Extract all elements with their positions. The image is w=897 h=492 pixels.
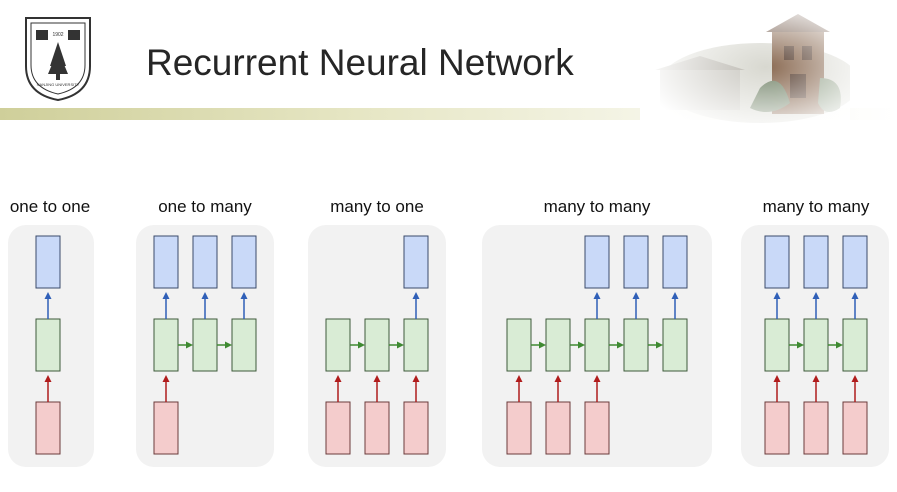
panel-label: many to many [544,197,651,216]
input-box [842,401,868,455]
output-arrow [162,292,170,319]
hidden-state-box [584,318,610,372]
input-box [364,401,390,455]
recurrent-arrow [217,341,232,349]
input-box [584,401,610,455]
recurrent-arrow [531,341,546,349]
input-box [35,401,61,455]
input-box [506,401,532,455]
recurrent-arrow [828,341,843,349]
input-box [153,401,179,455]
output-arrow [632,292,640,319]
hidden-state-box [325,318,351,372]
campus-building-image [640,8,850,126]
output-arrow [812,292,820,319]
output-arrow [671,292,679,319]
output-box [584,235,610,289]
recurrent-arrow [609,341,624,349]
output-arrow [773,292,781,319]
hidden-state-box [364,318,390,372]
output-arrow [412,292,420,319]
rnn-panel: many to many [482,197,712,467]
output-arrow [240,292,248,319]
output-arrow [201,292,209,319]
panel-label: one to one [10,197,90,216]
panel-label: many to many [763,197,870,216]
hidden-state-box [623,318,649,372]
svg-text:1902: 1902 [52,32,63,38]
rnn-panel: many to one [308,197,446,467]
rnn-panel: one to many [136,197,274,467]
output-box [192,235,218,289]
input-arrow [373,375,381,402]
input-box [403,401,429,455]
input-arrow [851,375,859,402]
recurrent-arrow [648,341,663,349]
input-arrow [812,375,820,402]
slide-title: Recurrent Neural Network [146,42,574,83]
output-box [403,235,429,289]
hidden-state-box [506,318,532,372]
hidden-state-box [662,318,688,372]
input-arrow [162,375,170,402]
input-arrow [334,375,342,402]
hidden-state-box [192,318,218,372]
recurrent-arrow [789,341,804,349]
output-arrow [851,292,859,319]
hidden-state-box [545,318,571,372]
output-box [623,235,649,289]
university-seal-icon: 1902 NANJING UNIVERSITY [25,17,91,102]
input-box [545,401,571,455]
output-box [842,235,868,289]
output-box [803,235,829,289]
rnn-panel: one to one [8,197,94,467]
output-box [231,235,257,289]
output-arrow [44,292,52,319]
recurrent-arrow [389,341,404,349]
panel-label: many to one [330,197,424,216]
rnn-panel: many to many [741,197,889,467]
input-arrow [515,375,523,402]
output-arrow [593,292,601,319]
output-box [35,235,61,289]
svg-text:NANJING UNIVERSITY: NANJING UNIVERSITY [37,82,80,87]
hidden-state-box [231,318,257,372]
recurrent-arrow [570,341,585,349]
input-box [803,401,829,455]
recurrent-arrow [178,341,193,349]
recurrent-arrow [350,341,365,349]
input-arrow [773,375,781,402]
input-box [764,401,790,455]
panel-label: one to many [158,197,252,216]
input-arrow [412,375,420,402]
input-arrow [554,375,562,402]
hidden-state-box [35,318,61,372]
hidden-state-box [153,318,179,372]
hidden-state-box [764,318,790,372]
hidden-state-box [803,318,829,372]
hidden-state-box [403,318,429,372]
output-box [153,235,179,289]
input-arrow [593,375,601,402]
input-box [325,401,351,455]
output-box [662,235,688,289]
hidden-state-box [842,318,868,372]
input-arrow [44,375,52,402]
output-box [764,235,790,289]
